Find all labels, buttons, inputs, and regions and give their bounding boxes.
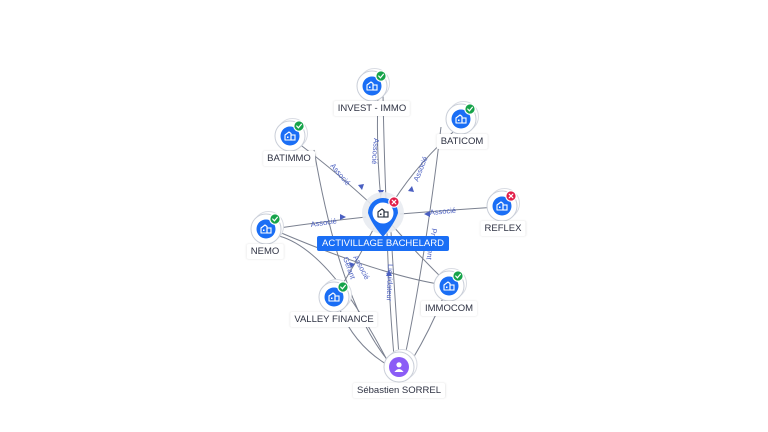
close-badge-icon xyxy=(388,196,400,208)
company-node-baticom[interactable] xyxy=(445,101,479,135)
edge-nemo-immocom xyxy=(278,231,445,286)
node-label-batimmo[interactable]: BATIMMO xyxy=(263,151,315,166)
check-badge-icon xyxy=(337,281,349,293)
node-label-valley[interactable]: VALLEY FINANCE xyxy=(290,312,378,327)
check-badge-icon xyxy=(375,70,387,82)
arrowhead xyxy=(408,186,414,192)
edge-nemo-center xyxy=(278,216,367,229)
company-node-valley[interactable] xyxy=(318,279,352,313)
check-badge-icon xyxy=(464,103,476,115)
node-label-center[interactable]: ACTIVILLAGE BACHELARD xyxy=(317,236,449,251)
edge-label-invest: Associé xyxy=(370,138,381,165)
close-badge-icon xyxy=(505,190,517,202)
center-building-icon xyxy=(377,208,389,218)
edge-label-liquidateur: Liquidateur xyxy=(385,264,395,302)
company-node-immocom[interactable] xyxy=(433,268,467,302)
person-icon xyxy=(394,362,404,372)
company-node-nemo[interactable] xyxy=(250,211,284,245)
arrowhead xyxy=(349,262,355,268)
arrowhead xyxy=(340,214,346,220)
building-icon xyxy=(366,81,378,91)
check-badge-icon xyxy=(293,120,305,132)
edge-person-nemo xyxy=(278,235,389,363)
edge-label-baticom: Associé xyxy=(412,155,430,183)
building-icon xyxy=(284,131,296,141)
person-node[interactable] xyxy=(383,349,418,383)
center-company-node[interactable] xyxy=(362,192,404,237)
building-icon xyxy=(260,224,272,234)
node-label-reflex[interactable]: REFLEX xyxy=(480,221,526,236)
check-badge-icon xyxy=(452,270,464,282)
node-label-nemo[interactable]: NEMO xyxy=(246,244,284,259)
arrowhead xyxy=(386,270,392,276)
edge-batimmo-center xyxy=(297,142,373,206)
node-label-person[interactable]: Sébastien SORREL xyxy=(353,383,445,398)
graph-nodes xyxy=(250,68,520,383)
edge-label-batimmo: Associé xyxy=(328,162,352,188)
arrowhead xyxy=(358,184,364,190)
company-node-batimmo[interactable] xyxy=(274,118,308,152)
edge-label-nemo: Associé xyxy=(310,216,337,229)
node-label-immocom[interactable]: IMMOCOM xyxy=(420,301,478,316)
building-icon xyxy=(455,114,467,124)
check-badge-icon xyxy=(269,213,281,225)
node-label-baticom[interactable]: BATICOM xyxy=(436,134,488,149)
building-icon xyxy=(443,281,455,291)
arrowhead xyxy=(424,211,430,217)
edge-label-reflex: Associé xyxy=(429,206,456,217)
company-node-invest[interactable] xyxy=(356,68,390,102)
building-icon xyxy=(328,292,340,302)
edge-person-batimmo xyxy=(313,149,387,359)
edge-baticom-center xyxy=(392,125,461,203)
building-icon xyxy=(496,201,508,211)
company-node-reflex[interactable] xyxy=(486,188,520,222)
node-label-invest[interactable]: INVEST - IMMO xyxy=(333,101,411,116)
